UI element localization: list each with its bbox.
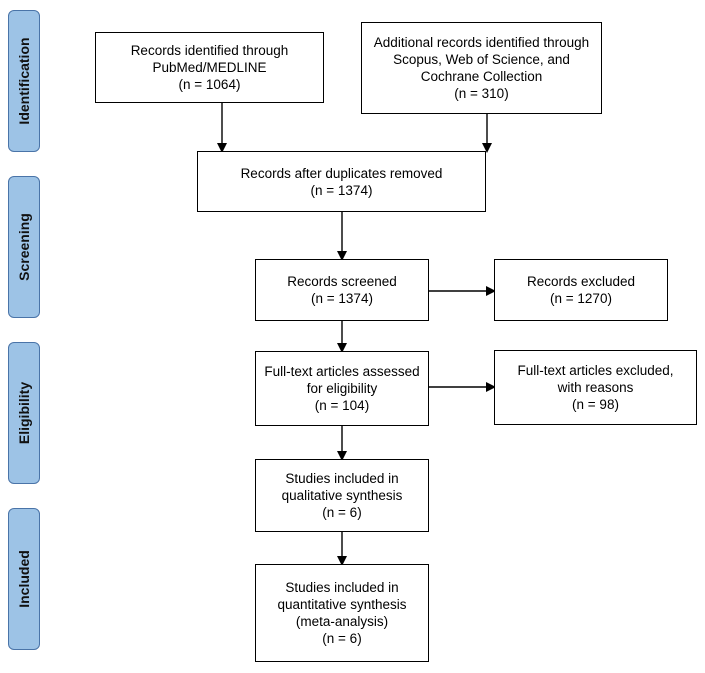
box-additional-line3: Cochrane Collection xyxy=(420,69,543,84)
box-qualitative-synthesis: Studies included in qualitative synthesi… xyxy=(255,459,429,532)
phase-screening-label: Screening xyxy=(16,213,32,281)
box-duplicates-removed: Records after duplicates removed (n = 13… xyxy=(197,151,486,212)
box-screened-line1: Records screened xyxy=(287,274,397,289)
box-records-excluded: Records excluded (n = 1270) xyxy=(494,259,668,321)
box-pubmed-line2: PubMed/MEDLINE xyxy=(152,60,267,75)
box-screened-count: (n = 1374) xyxy=(311,291,373,306)
box-duplicates-count: (n = 1374) xyxy=(310,182,373,198)
box-fulltext-excluded: Full-text articles excluded, with reason… xyxy=(494,350,697,425)
box-fulltext-assessed: Full-text articles assessed for eligibil… xyxy=(255,351,429,426)
phase-eligibility-label: Eligibility xyxy=(16,381,32,445)
box-qualitative-count: (n = 6) xyxy=(322,505,362,520)
phase-identification: Identification xyxy=(8,10,40,152)
box-quantitative-line1: Studies included in xyxy=(285,580,399,595)
phase-eligibility: Eligibility xyxy=(8,342,40,484)
phase-identification-label: Identification xyxy=(16,37,32,125)
phase-included-label: Included xyxy=(16,550,32,608)
box-additional-line2: Scopus, Web of Science, and xyxy=(393,52,570,67)
box-records-screened: Records screened (n = 1374) xyxy=(255,259,429,321)
box-excluded-count: (n = 1270) xyxy=(550,291,612,306)
box-qualitative-line2: qualitative synthesis xyxy=(281,488,403,503)
box-fulltext-excluded-count: (n = 98) xyxy=(572,397,619,412)
box-fulltext-excluded-line1: Full-text articles excluded, xyxy=(517,363,674,378)
box-additional-line1: Additional records identified through xyxy=(373,35,590,50)
box-qualitative-line1: Studies included in xyxy=(285,471,399,486)
box-duplicates-line1: Records after duplicates removed xyxy=(240,165,443,181)
phase-included: Included xyxy=(8,508,40,650)
box-fulltext-line2: for eligibility xyxy=(306,381,378,396)
box-pubmed-line1: Records identified through xyxy=(130,43,289,58)
box-fulltext-count: (n = 104) xyxy=(314,398,370,413)
box-pubmed-count: (n = 1064) xyxy=(178,77,241,92)
box-quantitative-line3: (meta-analysis) xyxy=(295,614,389,629)
box-excluded-line1: Records excluded xyxy=(526,274,636,289)
box-fulltext-excluded-line2: with reasons xyxy=(557,380,634,395)
box-additional-count: (n = 310) xyxy=(454,86,509,101)
phase-screening: Screening xyxy=(8,176,40,318)
box-additional-records: Additional records identified through Sc… xyxy=(361,22,602,114)
box-quantitative-count: (n = 6) xyxy=(322,631,362,646)
box-fulltext-line1: Full-text articles assessed xyxy=(264,364,420,379)
box-quantitative-synthesis: Studies included in quantitative synthes… xyxy=(255,564,429,662)
box-quantitative-line2: quantitative synthesis xyxy=(277,597,407,612)
box-pubmed-records: Records identified through PubMed/MEDLIN… xyxy=(95,32,324,103)
